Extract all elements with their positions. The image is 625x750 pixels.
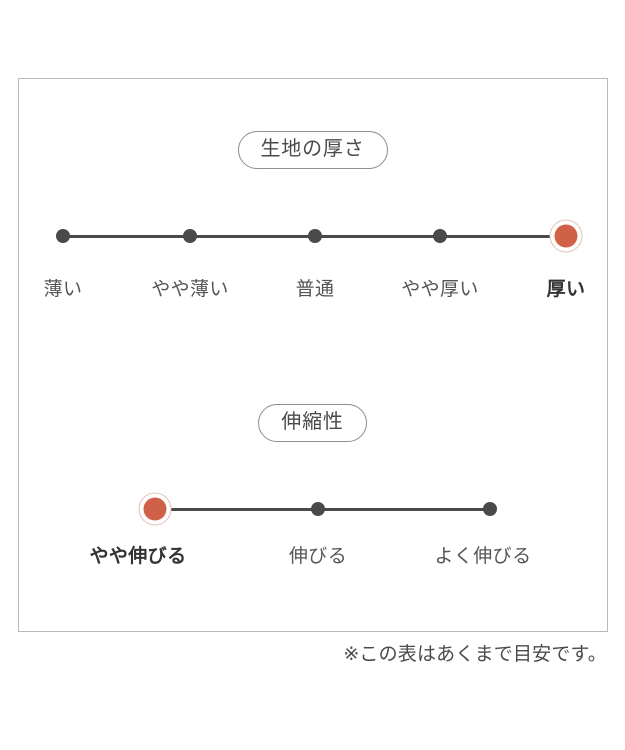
scale-node-yaya-usui[interactable] [183,229,197,243]
scale-node-yaya-atsui[interactable] [433,229,447,243]
scale-label-yoku-nobiru[interactable]: よく伸びる [434,546,532,567]
section-heading-fabric-thickness: 生地の厚さ [0,131,625,169]
scale-label-atsui-selected[interactable]: 厚い [546,279,586,300]
scale-label-usui[interactable]: 薄い [43,279,83,300]
scale-node-futsuu[interactable] [308,229,322,243]
pill-label-fabric-thickness: 生地の厚さ [237,131,388,169]
scale-node-yoku-nobiru[interactable] [483,502,497,516]
scale-node-yaya-nobiru-selected[interactable] [143,497,167,521]
section-heading-stretchiness: 伸縮性 [0,404,625,442]
disclaimer-note: ※この表はあくまで目安です。 [343,644,607,665]
scale-node-atsui-selected[interactable] [554,224,578,248]
scale-node-usui[interactable] [56,229,70,243]
scale-node-nobiru[interactable] [311,502,325,516]
scale-label-yaya-atsui[interactable]: やや厚い [401,279,479,300]
chart-frame [18,78,608,632]
scale-label-yaya-usui[interactable]: やや薄い [151,279,229,300]
scale-label-yaya-nobiru-selected[interactable]: やや伸びる [89,546,187,567]
scale-label-futsuu[interactable]: 普通 [295,279,335,300]
scale-label-nobiru[interactable]: 伸びる [288,546,348,567]
pill-label-stretchiness: 伸縮性 [258,404,367,442]
